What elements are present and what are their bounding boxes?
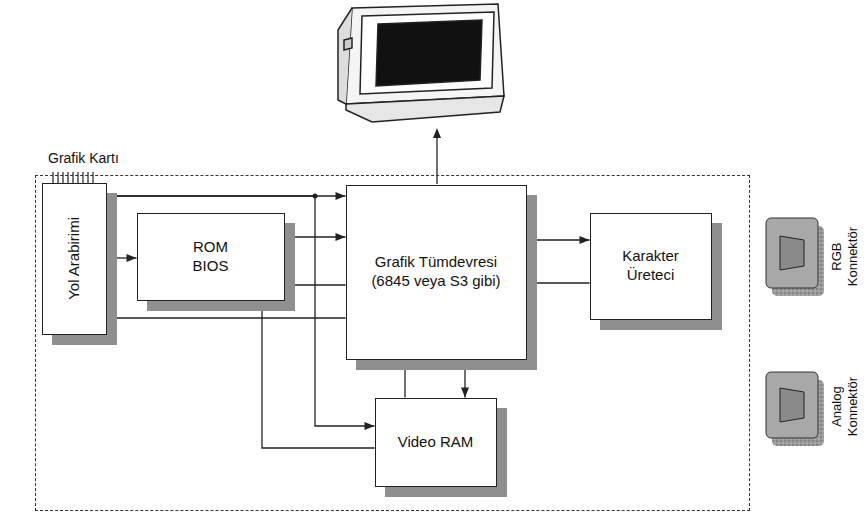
connector <box>401 360 409 398</box>
rgb-connector-icon <box>766 218 824 296</box>
connector <box>285 281 346 289</box>
node-text: Karakter Üreteci <box>606 247 696 285</box>
video-ram-box: Video RAM <box>375 398 497 487</box>
card-region: Grafik KartıYol ArabirimiROM BIOSGrafik … <box>35 175 750 511</box>
graphics-chip-box: Grafik Tümdevresi (6845 veya S3 gibi) <box>346 185 527 360</box>
connector <box>107 254 137 262</box>
node-text: ROM BIOS <box>176 238 246 276</box>
connector <box>527 236 590 244</box>
analog-connector-icon <box>766 372 824 446</box>
connector <box>461 360 469 398</box>
node-text: Grafik Tümdevresi (6845 veya S3 gibi) <box>359 253 514 291</box>
connector <box>285 233 346 241</box>
junction-dot <box>313 194 318 199</box>
node-text: Video RAM <box>398 433 474 452</box>
rom-bios-box: ROM BIOS <box>137 213 285 301</box>
connector <box>527 279 590 287</box>
node-text: Grafik Kartı <box>48 150 119 168</box>
bus-interface-box: Yol Arabirimi <box>42 183 107 335</box>
node-text: Yol Arabirimi <box>65 217 84 300</box>
connector-label: Analog Konnektör <box>829 366 860 446</box>
connector <box>107 196 375 430</box>
character-generator-box: Karakter Üreteci <box>590 213 712 320</box>
connector <box>107 314 346 322</box>
connector-label: RGB Konnektör <box>829 216 860 296</box>
monitor <box>338 4 504 122</box>
